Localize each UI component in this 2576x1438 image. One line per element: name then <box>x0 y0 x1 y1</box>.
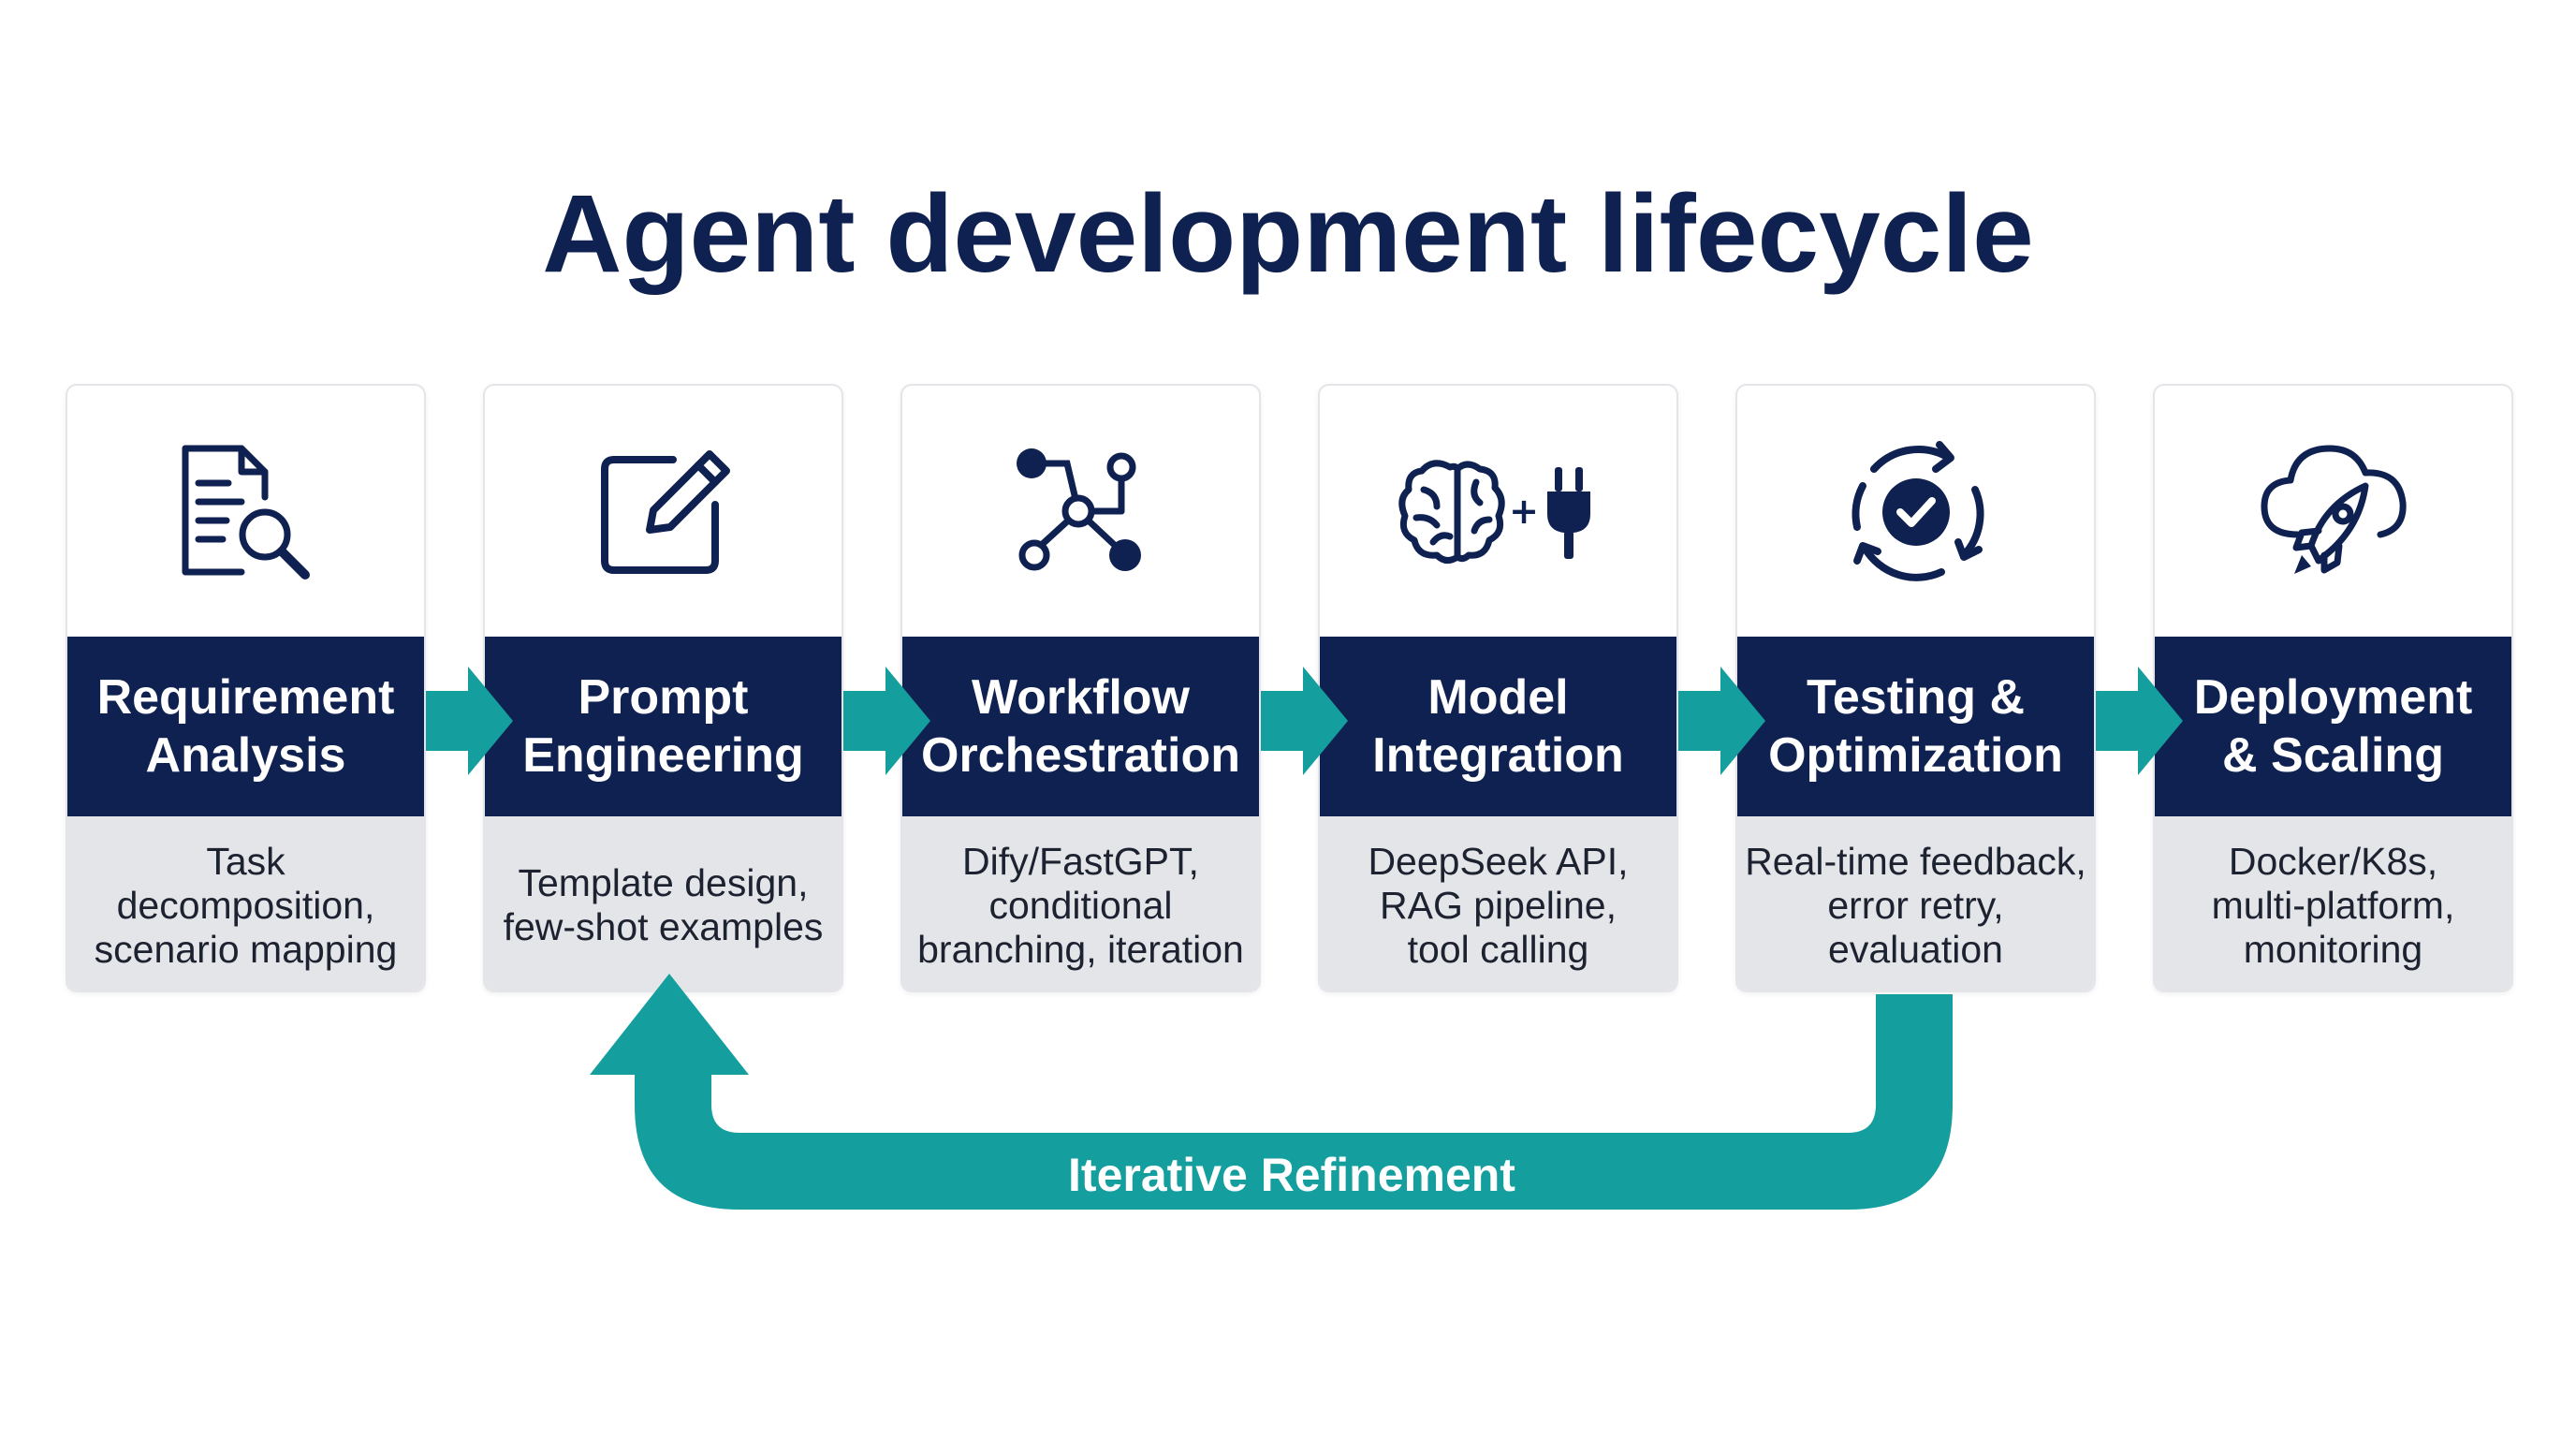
stage-description: Docker/K8s, multi-platform, monitoring <box>2155 816 2511 990</box>
cycle-check-icon <box>1851 441 1983 581</box>
stage-title: Workflow Orchestration <box>902 637 1259 816</box>
stage-description: Task decomposition, scenario mapping <box>67 816 424 990</box>
stage-description: Real-time feedback, error retry, evaluat… <box>1737 816 2094 990</box>
stage-title: Requirement Analysis <box>67 637 424 816</box>
stage-title: Testing & Optimization <box>1737 637 2094 816</box>
stage-title: Deployment & Scaling <box>2155 637 2511 816</box>
stage-requirement-analysis: Requirement Analysis Task decomposition,… <box>66 384 426 992</box>
stage-title: Prompt Engineering <box>485 637 842 816</box>
brain-plug-icon: + <box>1398 460 1590 564</box>
edit-pencil-icon <box>600 450 730 574</box>
document-search-icon <box>182 445 310 580</box>
diagram-title: Agent development lifecycle <box>542 172 2034 296</box>
feedback-loop-label: Iterative Refinement <box>1068 1149 1515 1201</box>
stage-deployment-scaling: Deployment & Scaling Docker/K8s, multi-p… <box>2153 384 2513 992</box>
stage-description: DeepSeek API, RAG pipeline, tool calling <box>1320 816 1676 990</box>
stage-model-integration: + Model Integration DeepSeek API, RAG pi… <box>1318 384 1678 992</box>
svg-text:+: + <box>1509 491 1539 532</box>
stage-workflow-orchestration: Workflow Orchestration Dify/FastGPT, con… <box>900 384 1261 992</box>
cloud-rocket-icon <box>2261 445 2407 574</box>
stage-description: Dify/FastGPT, conditional branching, ite… <box>902 816 1259 990</box>
stage-title: Model Integration <box>1320 637 1676 816</box>
stage-prompt-engineering: Prompt Engineering Template design, few-… <box>483 384 843 992</box>
workflow-nodes-icon <box>1016 448 1141 571</box>
stage-description: Template design, few-shot examples <box>485 816 842 990</box>
stage-testing-optimization: Testing & Optimization Real-time feedbac… <box>1735 384 2096 992</box>
